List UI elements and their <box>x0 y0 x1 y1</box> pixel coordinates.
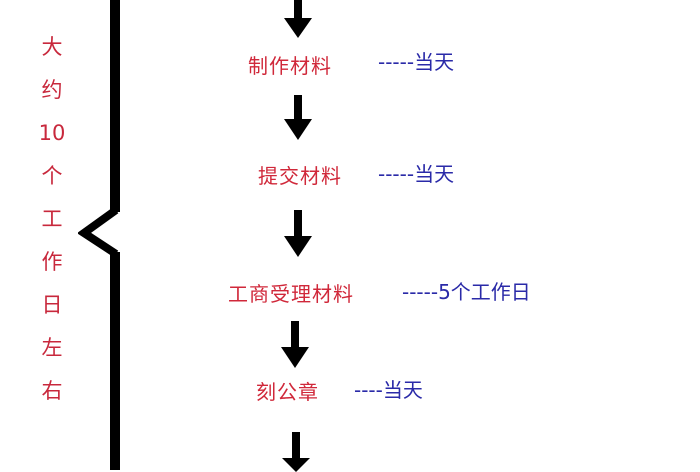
bracket-point-icon <box>78 206 122 258</box>
step-business-review: 工商受理材料 <box>228 282 354 306</box>
down-arrow-icon <box>284 0 312 38</box>
label-char: 大 <box>41 35 63 59</box>
label-char: 个 <box>41 164 63 188</box>
step-make-materials: 制作材料 <box>248 54 332 78</box>
down-arrow-icon <box>281 321 309 368</box>
step-carve-seal: 刻公章 <box>256 380 319 404</box>
step-duration: -----当天 <box>378 162 455 186</box>
down-arrow-icon <box>284 210 312 257</box>
step-duration: -----当天 <box>378 50 455 74</box>
label-char: 约 <box>41 78 63 102</box>
step-duration: ----当天 <box>354 378 423 402</box>
duration-summary-label: 大 约 10 个 工 作 日 左 右 <box>34 26 70 413</box>
label-char: 日 <box>41 293 63 317</box>
label-char: 作 <box>41 250 63 274</box>
step-submit-materials: 提交材料 <box>258 164 342 188</box>
label-char: 右 <box>41 379 63 403</box>
down-arrow-icon <box>284 95 312 140</box>
label-char: 工 <box>41 207 63 231</box>
label-char: 左 <box>41 336 63 360</box>
step-duration: -----5个工作日 <box>402 280 531 304</box>
label-char: 10 <box>38 121 66 145</box>
down-arrow-icon <box>282 432 310 472</box>
